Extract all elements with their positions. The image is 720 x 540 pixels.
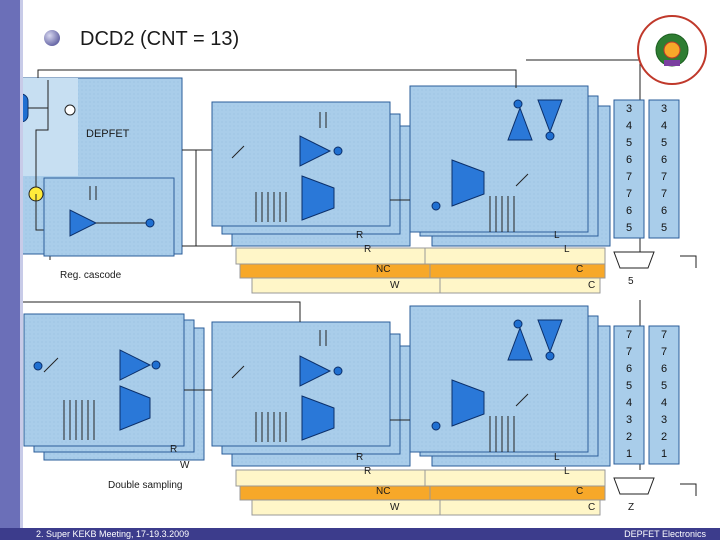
bottom-mux-wire <box>680 483 697 496</box>
bottom-left-w-label: W <box>180 460 190 471</box>
footer-left-text: 2. Super KEKB Meeting, 17-19.3.2009 <box>36 529 190 539</box>
table-top-col2-cell: 7 <box>660 188 668 200</box>
table-bottom-col1-cell: 1 <box>625 448 633 460</box>
top-mux-label: 5 <box>628 276 634 287</box>
table-top-col2-cell: 7 <box>660 171 668 183</box>
top-r-label-1: R <box>356 230 364 241</box>
title-bullet-icon <box>44 30 60 46</box>
top-mux-wire <box>680 255 697 268</box>
double-sampling-cell-stack <box>23 313 205 461</box>
table-bottom-col2-cell: 6 <box>660 363 668 375</box>
table-bottom-col2-cell: 3 <box>660 414 668 426</box>
top-nc-label: NC <box>376 264 391 275</box>
bottom-nc-label: NC <box>376 486 391 497</box>
top-r-label-2: R <box>364 244 372 255</box>
table-bottom-col2-cell: 5 <box>660 380 668 392</box>
table-top-col1-cell: 5 <box>625 137 633 149</box>
table-bottom-col1-cell: 5 <box>625 380 633 392</box>
top-c-label-2: C <box>588 280 596 291</box>
top-middle-cell-stack <box>211 101 411 247</box>
slide-left-stripe <box>20 0 23 540</box>
table-bottom-col2-cell: 4 <box>660 397 668 409</box>
table-bottom-col1-cell: 2 <box>625 431 633 443</box>
bottom-shadow-stack-right <box>424 469 606 516</box>
table-bottom-col2-cell: 2 <box>660 431 668 443</box>
table-bottom-col1-cell: 7 <box>625 329 633 341</box>
double-sampling-label: Double sampling <box>108 480 183 491</box>
table-bottom-col2-cell: 7 <box>660 329 668 341</box>
table-top-col1-cell: 7 <box>625 188 633 200</box>
table-bottom-col2-cell: 1 <box>660 448 668 460</box>
reg-cascode-label: Reg. cascode <box>60 270 122 281</box>
table-bottom-col1-cell: 6 <box>625 363 633 375</box>
bottom-left-r-label: R <box>170 444 178 455</box>
bottom-shadow-stack-left <box>235 469 453 516</box>
bottom-l-label-2: L <box>564 466 570 477</box>
bottom-middle-cell-stack <box>211 321 411 467</box>
table-top-col1-cell: 6 <box>625 154 633 166</box>
top-table <box>613 99 680 239</box>
table-bottom-col1-cell: 3 <box>625 414 633 426</box>
slide-left-bar <box>0 0 20 540</box>
top-l-label-1: L <box>554 230 560 241</box>
table-bottom-col2-cell: 7 <box>660 346 668 358</box>
table-top-col2-cell: 3 <box>660 103 668 115</box>
top-c-label-1: C <box>576 264 584 275</box>
top-l-label-2: L <box>564 244 570 255</box>
reg-cascode-block <box>43 177 175 257</box>
table-top-col2-cell: 6 <box>660 205 668 217</box>
depfet-label: DEPFET <box>86 128 130 140</box>
slide-title: DCD2 (CNT = 13) <box>80 28 240 50</box>
table-top-col1-cell: 7 <box>625 171 633 183</box>
top-shadow-stack-left <box>235 247 453 294</box>
top-w-label: W <box>390 280 400 291</box>
bottom-r-label-2: R <box>364 466 372 477</box>
table-top-col2-cell: 4 <box>660 120 668 132</box>
table-top-col2-cell: 5 <box>660 137 668 149</box>
table-top-col1-cell: 5 <box>625 222 633 234</box>
bottom-c-label-1: C <box>576 486 584 497</box>
table-bottom-col1-cell: 7 <box>625 346 633 358</box>
table-bottom-col1-cell: 4 <box>625 397 633 409</box>
bottom-mux <box>613 477 655 495</box>
bottom-table <box>613 325 680 465</box>
bottom-mux-label: Z <box>628 502 635 513</box>
table-top-col1-cell: 3 <box>625 103 633 115</box>
bottom-l-label-1: L <box>554 452 560 463</box>
footer-bar <box>0 528 720 540</box>
top-shadow-stack-right <box>424 247 606 294</box>
table-top-col1-cell: 6 <box>625 205 633 217</box>
bottom-right-cell-stack <box>409 305 611 467</box>
depfet-logo <box>637 15 707 85</box>
top-mux <box>613 251 655 269</box>
table-top-col2-cell: 6 <box>660 154 668 166</box>
table-top-col1-cell: 4 <box>625 120 633 132</box>
footer-right-text: DEPFET Electronics <box>624 529 706 539</box>
bottom-w-label: W <box>390 502 400 513</box>
depfet-pixel-cell <box>9 77 183 260</box>
table-top-col2-cell: 5 <box>660 222 668 234</box>
bottom-r-label-1: R <box>356 452 364 463</box>
top-right-cell-stack <box>409 85 611 247</box>
bottom-c-label-2: C <box>588 502 596 513</box>
